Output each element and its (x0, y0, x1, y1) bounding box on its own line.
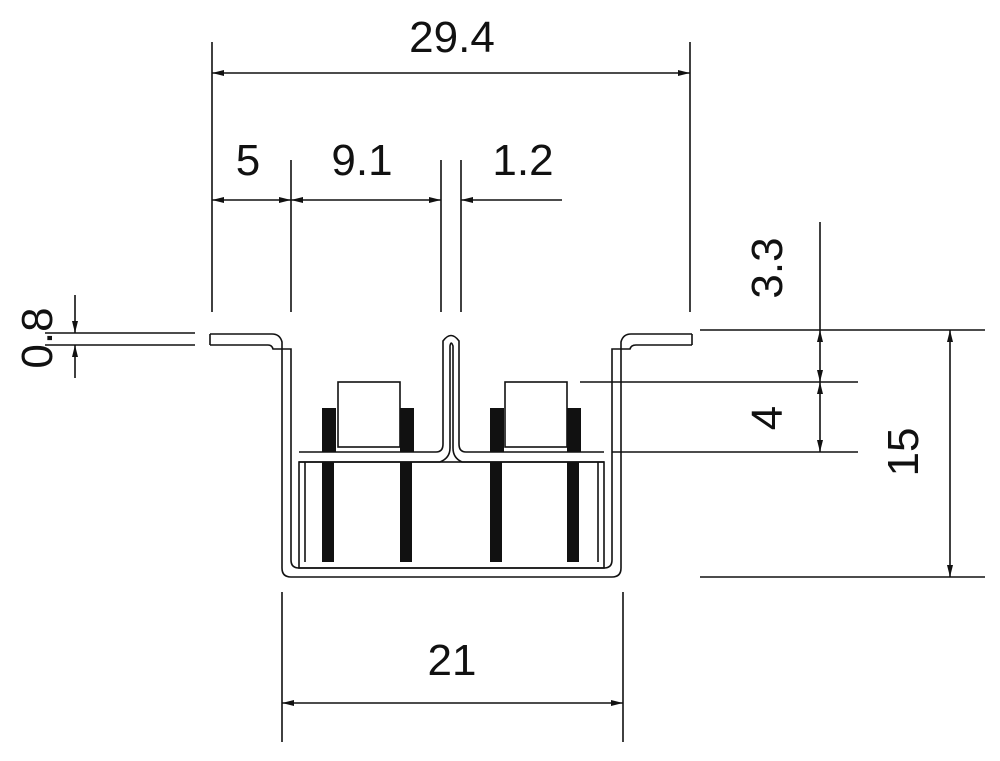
label-overall-width: 29.4 (409, 13, 495, 62)
label-offset-left: 5 (236, 136, 260, 185)
outer-sheet-line (210, 333, 692, 578)
center-rib-outer (299, 334, 604, 453)
label-rib-width: 1.2 (492, 136, 553, 185)
label-mid-drop: 4 (743, 406, 792, 430)
center-rib-inner (299, 342, 604, 463)
channel-profile (209, 333, 693, 578)
right-post-a (490, 462, 502, 562)
left-block-clip-a (322, 408, 336, 452)
label-gap-center: 9.1 (331, 136, 392, 185)
right-block-clip-a (490, 408, 504, 452)
left-block-clip-b (400, 408, 414, 452)
label-thickness: 0.8 (13, 307, 62, 368)
label-bottom-width: 21 (428, 636, 477, 685)
left-post-a (322, 462, 334, 562)
left-block (337, 381, 401, 448)
label-total-height: 15 (879, 428, 928, 477)
right-post-b (567, 462, 579, 562)
inner-tray (298, 461, 605, 569)
left-post-b (400, 462, 412, 562)
dimension-labels: 29.4 5 9.1 1.2 0.8 3.3 4 15 21 (13, 13, 928, 685)
right-block (504, 381, 568, 448)
label-top-drop: 3.3 (743, 237, 792, 298)
right-block-clip-b (567, 408, 581, 452)
dimension-lines (45, 42, 985, 742)
